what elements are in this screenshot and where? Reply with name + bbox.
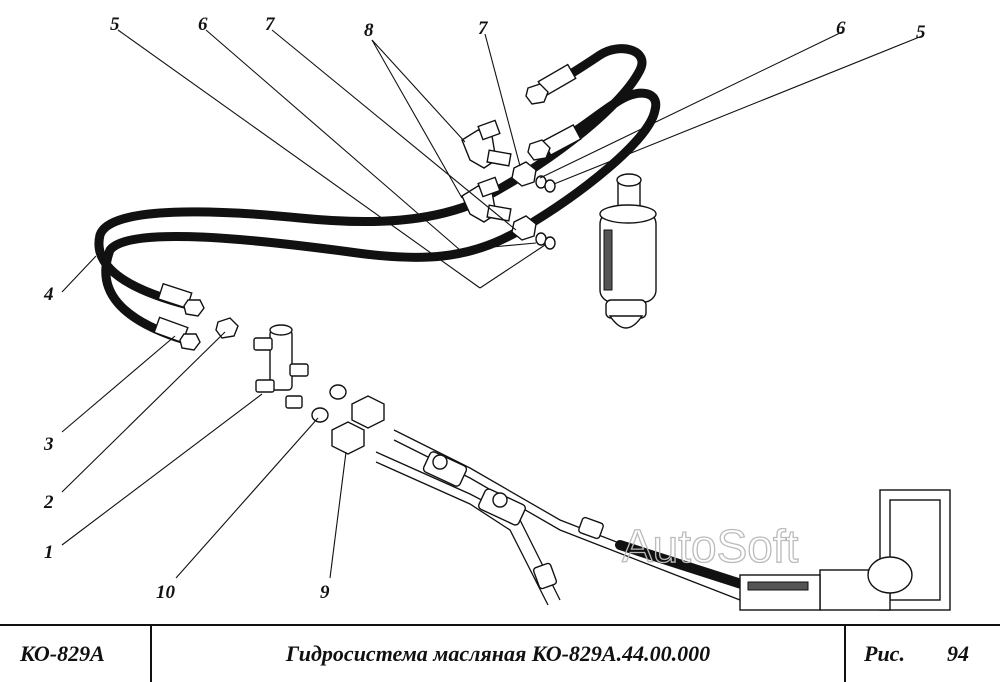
title-block: КО-829А Гидросистема масляная КО-829А.44… <box>0 624 1000 682</box>
callout-7-left: 7 <box>265 14 276 35</box>
callout-9: 9 <box>320 582 330 603</box>
tee-fitting <box>253 324 309 409</box>
callout-2: 2 <box>43 492 54 513</box>
callout-3: 3 <box>43 434 54 455</box>
callout-7-right: 7 <box>478 18 489 39</box>
elbow-fittings <box>461 119 556 250</box>
figure-label: Рис. <box>864 641 905 666</box>
callout-8: 8 <box>364 20 374 41</box>
steel-pipelines <box>375 429 765 606</box>
nut-part-2 <box>215 317 239 339</box>
hose-end-fittings-left <box>153 282 239 351</box>
model-code: КО-829А <box>0 626 152 682</box>
drawing-title: Гидросистема масляная КО-829А.44.00.000 <box>152 626 846 682</box>
callout-5-left: 5 <box>110 14 120 35</box>
hydraulic-system-drawing: AutoSoft 5 6 7 8 7 6 5 4 3 2 1 10 9 <box>43 14 951 611</box>
hose-assembly <box>94 44 661 345</box>
callout-6-right: 6 <box>836 18 846 39</box>
figure-reference: Рис. 94 <box>846 626 1000 682</box>
hose-end-fittings-top <box>525 63 582 161</box>
callout-4: 4 <box>43 284 54 305</box>
hydraulic-cylinder <box>599 173 657 329</box>
callout-6-left: 6 <box>198 14 208 35</box>
watermark-text: AutoSoft <box>622 520 799 572</box>
bushings-and-nuts <box>311 384 385 455</box>
callout-1: 1 <box>44 542 54 563</box>
callout-10: 10 <box>156 582 176 603</box>
leader-lines <box>61 29 923 579</box>
callout-5-right: 5 <box>916 22 926 43</box>
valve-block <box>739 489 951 611</box>
callout-labels: 5 6 7 8 7 6 5 4 3 2 1 10 9 <box>43 14 926 603</box>
figure-number: 94 <box>946 641 969 666</box>
